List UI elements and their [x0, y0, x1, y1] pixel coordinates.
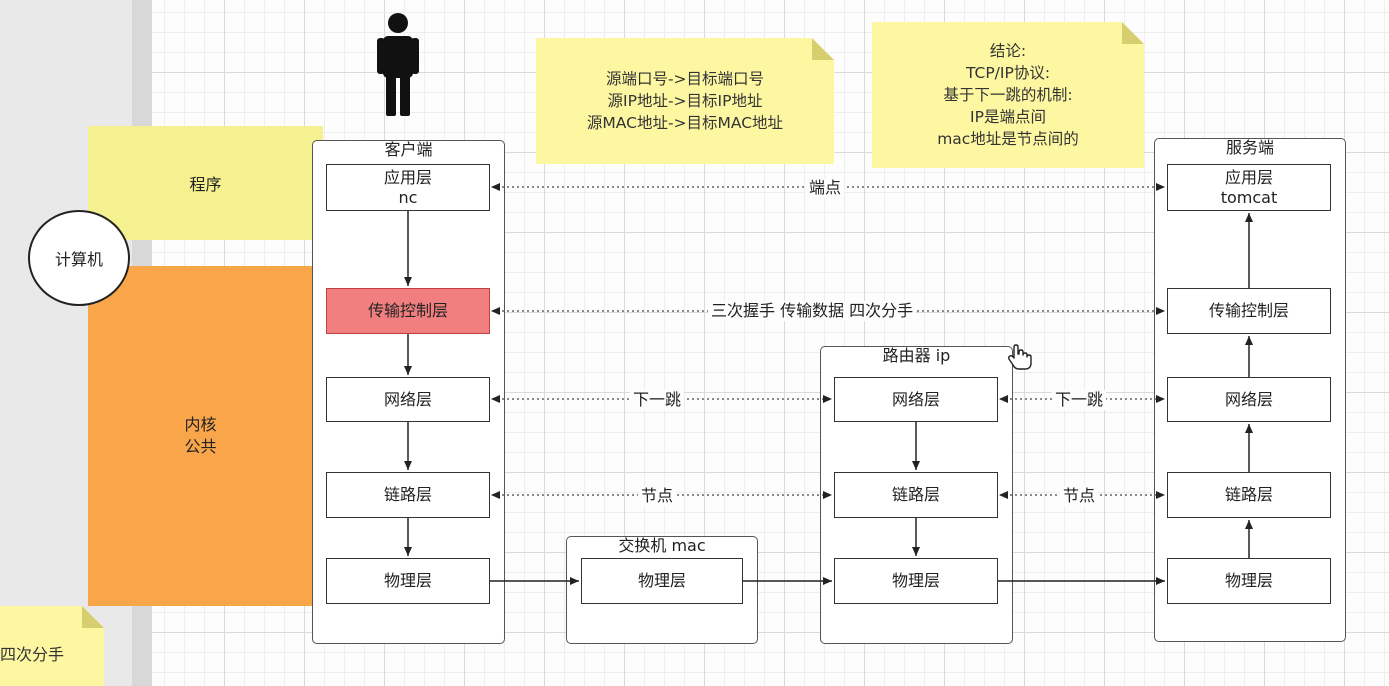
kernel-label: 内核 公共	[184, 415, 217, 456]
person-icon	[375, 12, 421, 118]
node-right-label: 节点	[1060, 486, 1099, 506]
router-network-layer[interactable]: 网络层	[834, 377, 998, 422]
bottom-left-note-text: 四次分手	[0, 645, 65, 664]
router-physical-layer[interactable]: 物理层	[834, 558, 998, 604]
next-hop-right-label: 下一跳	[1052, 390, 1107, 410]
next-hop-left-label: 下一跳	[630, 390, 685, 410]
server-link-layer[interactable]: 链路层	[1167, 472, 1331, 518]
conclusion-note-text: 结论: TCP/IP协议: 基于下一跳的机制: IP是端点间 mac地址是节点间…	[937, 42, 1079, 148]
router-link-layer[interactable]: 链路层	[834, 472, 998, 518]
client-link-layer[interactable]: 链路层	[326, 472, 490, 518]
switch-physical-layer[interactable]: 物理层	[581, 558, 743, 604]
computer-label: 计算机	[54, 250, 103, 269]
client-application-layer[interactable]: 应用层 nc	[326, 164, 490, 211]
address-note-text: 源端口号->目标端口号 源IP地址->目标IP地址 源MAC地址->目标MAC地…	[586, 70, 784, 132]
node-left-label: 节点	[638, 486, 677, 506]
tcp-label: 三次握手 传输数据 四次分手	[708, 301, 917, 321]
client-network-layer[interactable]: 网络层	[326, 377, 490, 422]
client-title: 客户端	[384, 140, 433, 159]
program-label: 程序	[189, 175, 222, 194]
client-physical-layer[interactable]: 物理层	[326, 558, 490, 604]
client-transport-layer[interactable]: 传输控制层	[326, 288, 490, 334]
router-title: 路由器 ip	[882, 346, 951, 365]
server-application-layer[interactable]: 应用层 tomcat	[1167, 164, 1331, 211]
server-network-layer[interactable]: 网络层	[1167, 377, 1331, 422]
computer-circle[interactable]: 计算机	[28, 210, 130, 306]
address-note[interactable]: 源端口号->目标端口号 源IP地址->目标IP地址 源MAC地址->目标MAC地…	[536, 38, 834, 164]
kernel-block[interactable]: 内核 公共	[88, 266, 313, 606]
switch-title: 交换机 mac	[618, 536, 706, 555]
server-physical-layer[interactable]: 物理层	[1167, 558, 1331, 604]
server-transport-layer[interactable]: 传输控制层	[1167, 288, 1331, 334]
conclusion-note[interactable]: 结论: TCP/IP协议: 基于下一跳的机制: IP是端点间 mac地址是节点间…	[872, 22, 1144, 168]
program-block[interactable]: 程序	[88, 126, 323, 240]
hand-cursor-icon	[1005, 342, 1035, 372]
endpoint-label: 端点	[806, 178, 845, 198]
server-title: 服务端	[1225, 138, 1274, 157]
